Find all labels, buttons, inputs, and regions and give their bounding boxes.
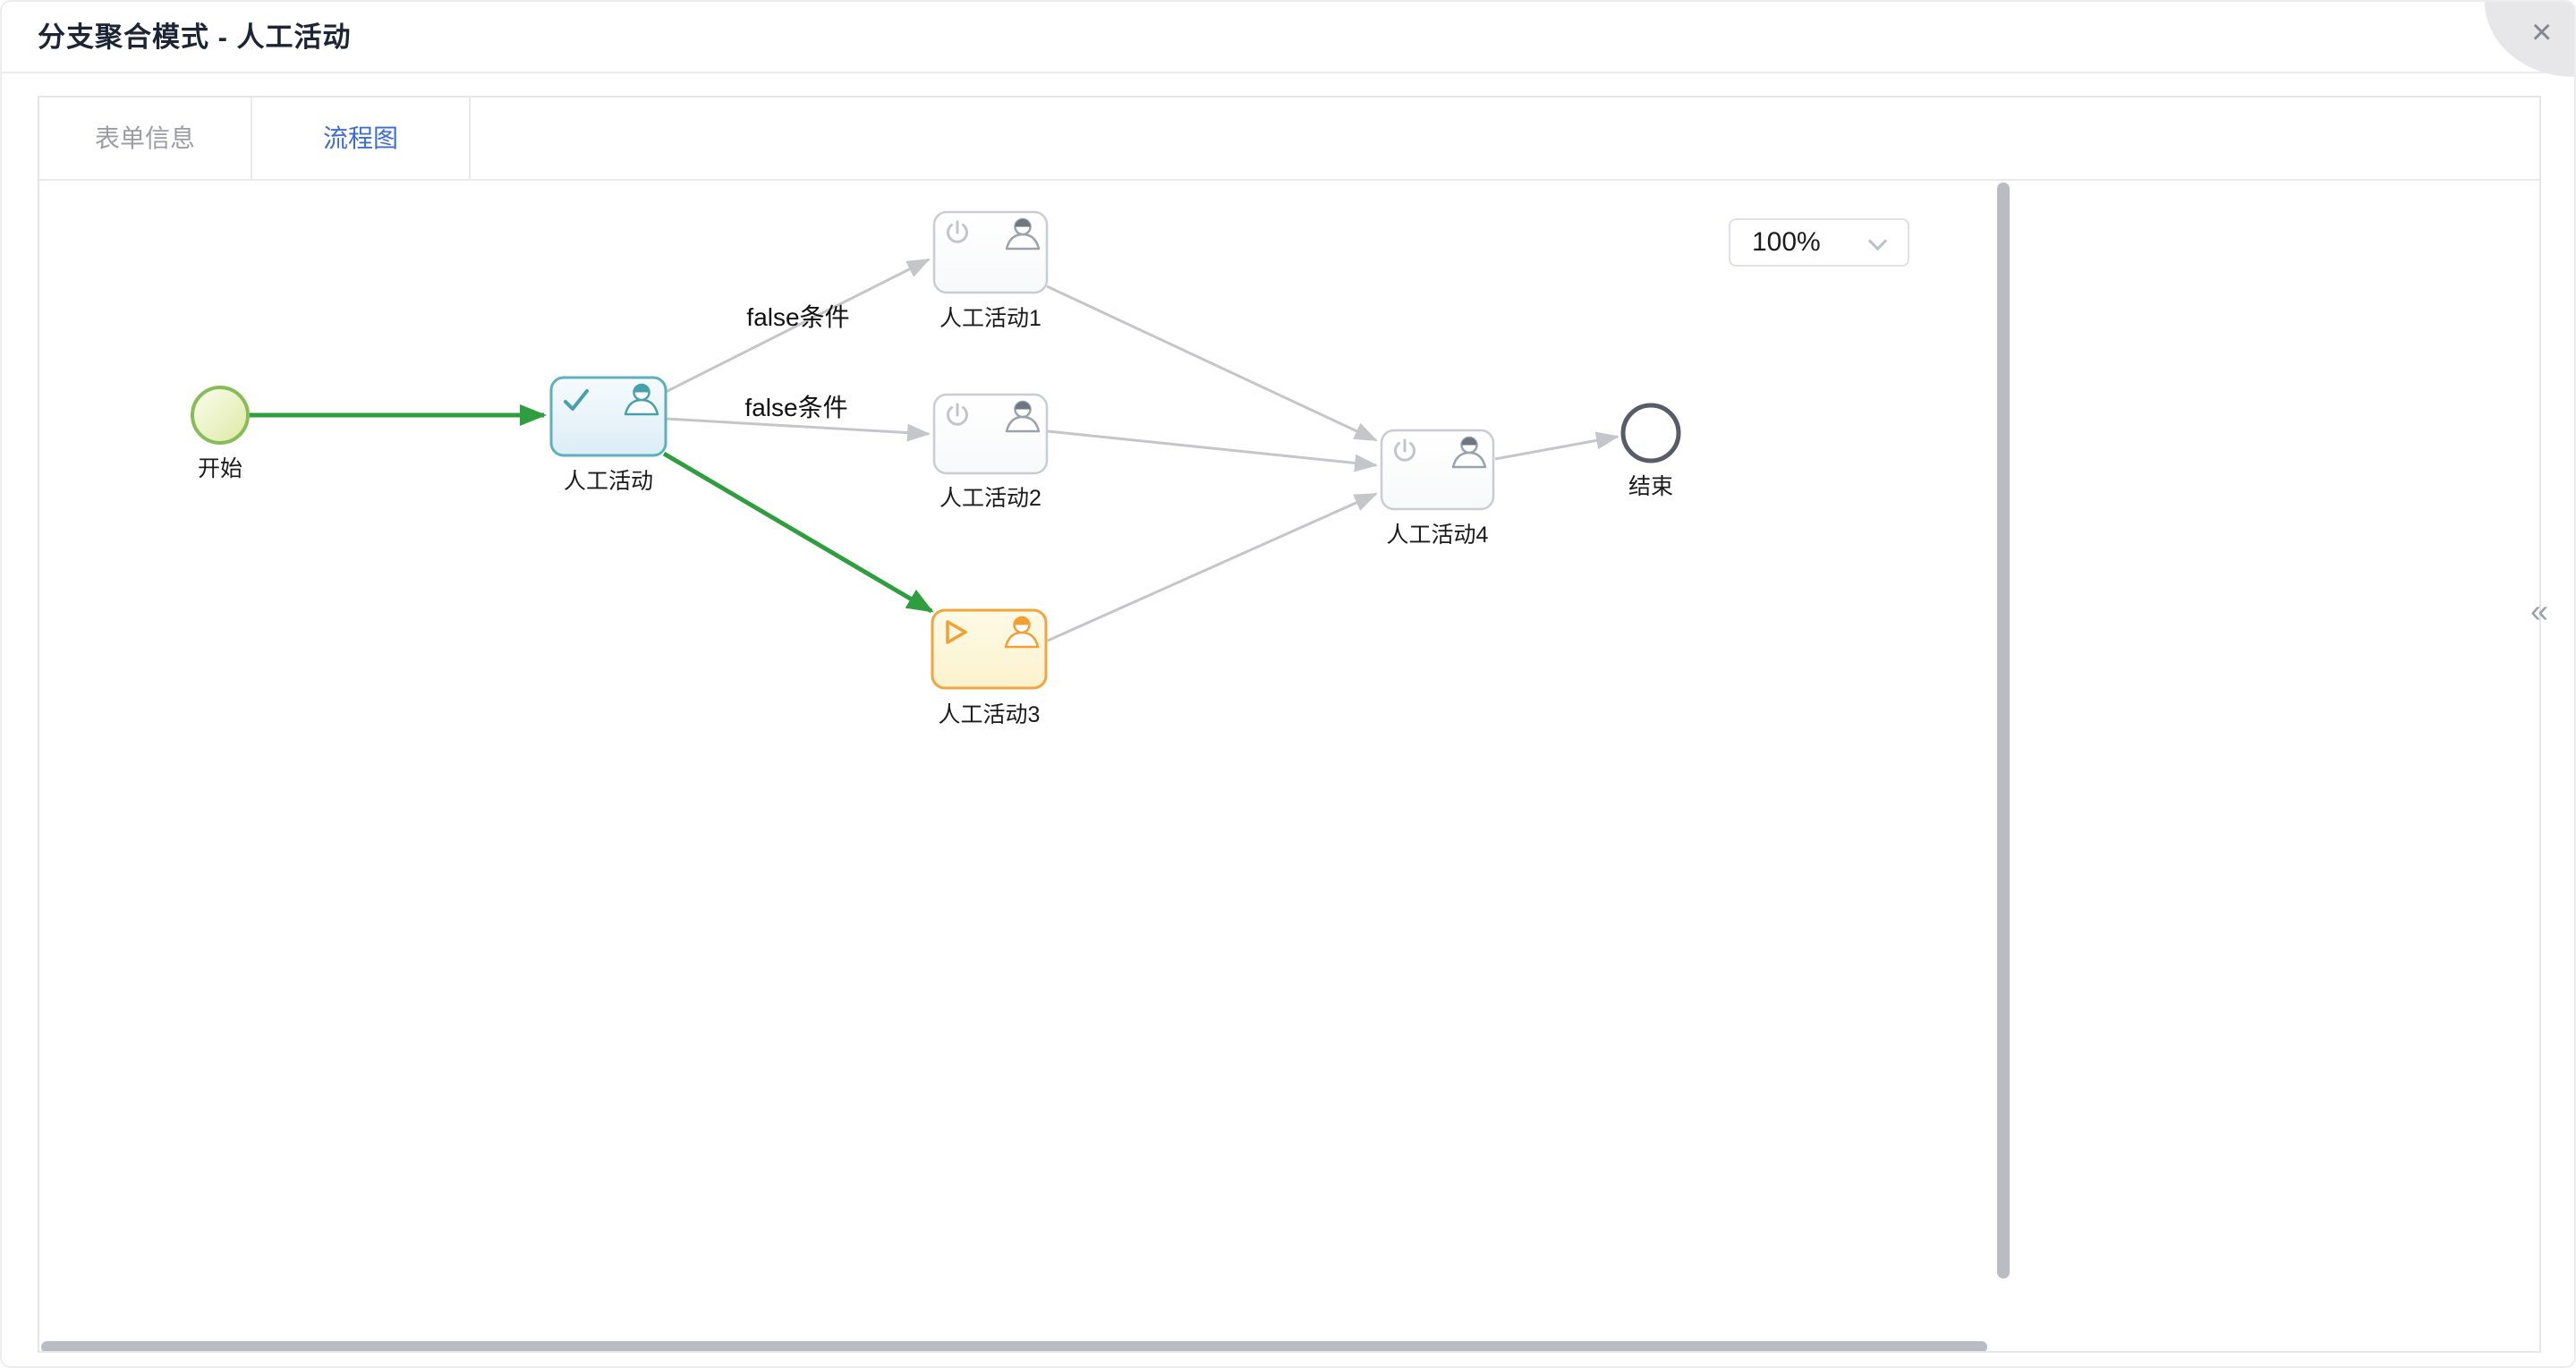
flow-edge <box>1047 429 1378 472</box>
horizontal-scrollbar[interactable] <box>41 1341 1987 1351</box>
close-icon: × <box>2531 13 2553 52</box>
power-icon <box>1394 442 1416 462</box>
person-icon <box>1005 217 1041 251</box>
node-end[interactable]: 结束 <box>1620 403 1681 499</box>
flow-diagram: false条件 false条件开始人工活动 人工活动1 人工活动2 人工活动3 人工活动4… <box>191 210 1681 727</box>
edge-condition-label: false条件 <box>746 303 849 331</box>
collapse-panel-button[interactable]: « <box>2529 592 2549 629</box>
flow-edge <box>662 451 934 614</box>
start-event-circle <box>191 386 250 445</box>
person-icon <box>624 383 659 416</box>
vertical-scrollbar[interactable] <box>1997 183 2010 1279</box>
tab-form-info[interactable]: 表单信息 <box>39 98 252 179</box>
edge-condition-label: false条件 <box>744 394 847 421</box>
node-label: 人工活动 <box>564 469 653 494</box>
zoom-select[interactable]: 100% <box>1729 218 1909 267</box>
flow-edge <box>665 417 931 442</box>
person-icon <box>1451 436 1487 469</box>
node-label: 人工活动2 <box>939 486 1041 511</box>
power-icon <box>947 224 968 243</box>
flow-edge <box>1047 492 1378 642</box>
tab-flow-chart[interactable]: 流程图 <box>252 98 471 179</box>
flow-edge <box>665 258 931 394</box>
node-task-4[interactable]: 人工活动4 <box>1380 429 1495 548</box>
flow-edge <box>1046 285 1378 442</box>
close-button[interactable]: × <box>2485 2 2574 77</box>
play-icon <box>946 620 967 644</box>
node-label: 结束 <box>1628 474 1673 499</box>
node-start[interactable]: 开始 <box>191 386 250 481</box>
power-icon <box>947 406 968 426</box>
node-label: 人工活动1 <box>939 306 1041 331</box>
node-task-main[interactable]: 人工活动 <box>549 376 667 494</box>
chevron-down-icon <box>1867 231 1888 251</box>
person-icon <box>1005 400 1041 433</box>
dialog-header: 分支聚合模式 - 人工活动 × <box>2 2 2574 77</box>
tab-bar: 表单信息 流程图 <box>39 98 2539 181</box>
end-event-circle <box>1620 403 1681 463</box>
main-panel: 表单信息 流程图 <box>38 96 2548 1353</box>
check-icon <box>564 389 589 411</box>
node-label: 开始 <box>198 456 242 481</box>
node-label: 人工活动3 <box>939 702 1041 727</box>
node-label: 人工活动4 <box>1387 523 1489 548</box>
person-icon <box>1004 616 1040 649</box>
zoom-value: 100% <box>1752 227 1821 257</box>
node-task-1[interactable]: 人工活动1 <box>932 210 1049 331</box>
page-title: 分支聚合模式 - 人工活动 <box>38 21 352 53</box>
flow-edge <box>1494 431 1620 461</box>
node-task-3[interactable]: 人工活动3 <box>931 608 1048 727</box>
node-task-2[interactable]: 人工活动2 <box>932 393 1049 511</box>
flow-canvas: false条件 false条件开始人工活动 人工活动1 人工活动2 人工活动3 人工活动4… <box>39 181 2539 1351</box>
